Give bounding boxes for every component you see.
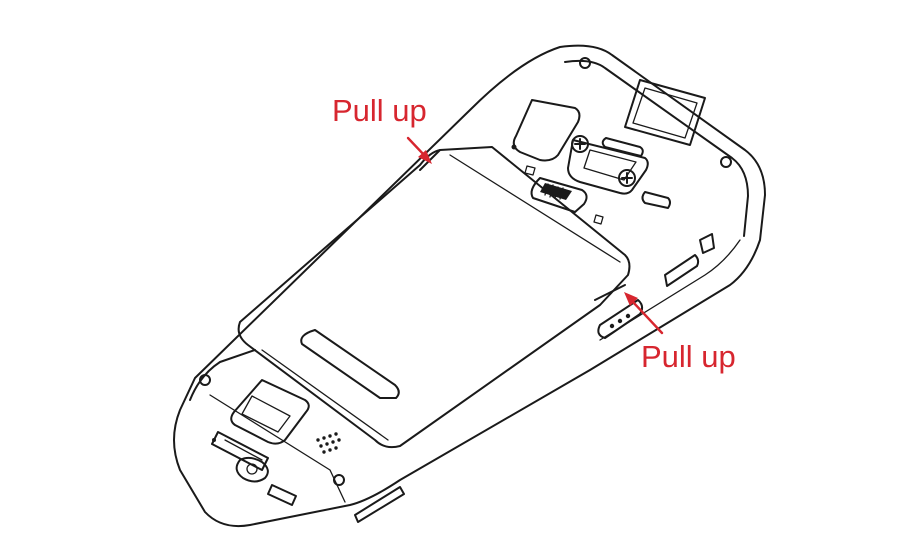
bottom-scanner: [230, 379, 310, 445]
scanner-window: [624, 79, 706, 146]
camera-module: [512, 99, 581, 162]
port-slot: [641, 191, 671, 209]
side-buttons: [212, 233, 715, 523]
vent-slot: [601, 137, 644, 157]
device-body: [173, 44, 766, 528]
arrow-top: [406, 136, 432, 164]
speaker-grille: [316, 432, 341, 454]
pull-up-label-top: Pull up: [332, 93, 427, 128]
battery-lock-switch: [524, 165, 604, 225]
corner-screws: [199, 57, 732, 486]
battery-cover: [237, 146, 631, 449]
bottom-connector: [211, 431, 297, 506]
flash-plate: [567, 135, 649, 195]
arrow-bottom: [624, 292, 664, 335]
pull-up-label-bottom: Pull up: [641, 339, 736, 374]
